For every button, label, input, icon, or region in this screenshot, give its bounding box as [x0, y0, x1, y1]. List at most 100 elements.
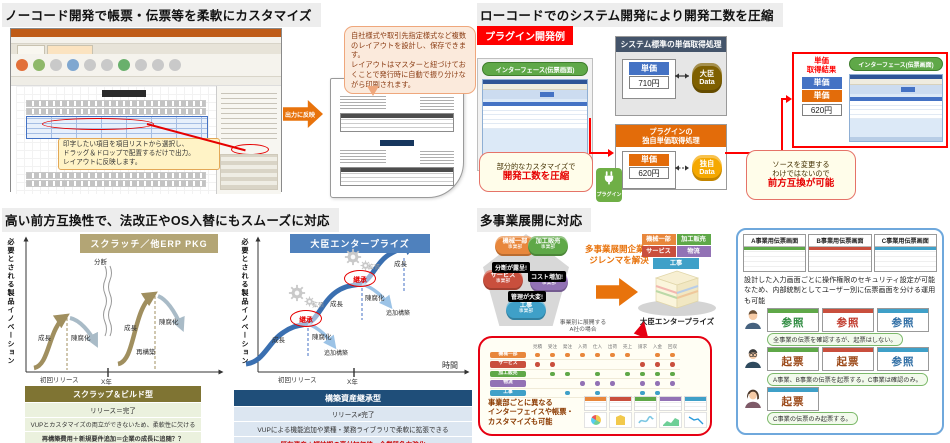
matrix-cell	[665, 371, 680, 377]
chart-label: 成長	[272, 337, 285, 344]
permission-badge: 参照	[891, 356, 915, 369]
matrix-cell	[605, 381, 620, 386]
output-arrow-icon: 出力に反映	[283, 100, 323, 128]
matrix-cell	[650, 371, 665, 377]
callout-highlight: 前方互換が可能	[767, 178, 835, 190]
toolbar-icon	[67, 59, 79, 71]
matrix-cell	[665, 362, 680, 367]
matrix-dot	[670, 371, 675, 377]
permission-badge: 起票	[836, 356, 860, 369]
chart-label: 陳腐化	[71, 335, 91, 342]
matrix-dot	[640, 362, 645, 367]
window-titlebar	[11, 29, 281, 37]
connector-line	[589, 152, 609, 154]
business-cylinder: 工事 事業部	[506, 300, 546, 320]
toolbar-icon	[50, 59, 62, 71]
chart-header: スクラッチ／他ERP PKG	[80, 234, 218, 253]
cube-chips: 機械一部 加工販売 サービス 物流 工事	[640, 234, 712, 269]
matrix-row: 物流	[490, 379, 680, 389]
business-chip: サービス	[490, 361, 526, 368]
matrix-column-header: 入金	[652, 344, 663, 349]
slip-screen: C事業用伝票画面	[873, 234, 937, 272]
chart-label: 拡張	[368, 265, 381, 271]
map-icon	[634, 412, 657, 428]
form-card	[684, 396, 707, 411]
plugin-icon: プラグイン	[596, 168, 622, 202]
matrix-dot	[550, 352, 555, 358]
form-row	[26, 100, 206, 107]
matrix-cell	[605, 352, 620, 358]
editor-callout: 印字したい項目を項目リストから選択し、 ドラッグ＆ドロップで配置するだけで出力。…	[58, 138, 220, 171]
form-card	[609, 396, 632, 411]
business-chip: 物流	[676, 246, 711, 257]
table-row: 再構築費用＋新規要件追加＝企業の成長に追随？？	[25, 432, 201, 443]
section-title-nocode: ノーコード開発で帳票・伝票等を柔軟にカスタマイズ	[2, 3, 321, 27]
chart-header: 大臣エンタープライズ	[290, 234, 430, 253]
plugin-process-header: プラグインの 独自単価取得処理	[616, 125, 726, 147]
matrix-row: 加工販売	[490, 370, 680, 380]
invoice-block	[340, 140, 454, 187]
business-sub: 事業部	[507, 245, 523, 251]
business-chip: 機械一部	[641, 234, 676, 245]
tab	[17, 45, 45, 54]
connector-line	[781, 98, 787, 100]
business-sub: 事業部	[540, 245, 556, 251]
callout-highlight: 開発工数を圧縮	[502, 170, 570, 182]
connector-line	[589, 118, 591, 154]
line-chart-icon	[684, 412, 707, 428]
permission-badge: 参照	[891, 316, 915, 329]
matrix-column-header: 売上	[622, 344, 633, 349]
callout-text: ソースを変更する わけではないので	[772, 160, 830, 179]
design-callout: 自社様式や取引先指定様式など複数のレイアウトを設計し、保存できます。 レイアウト…	[344, 26, 476, 97]
form-row	[26, 108, 206, 115]
permission-row: 参照参照参照全事業の伝票を確認するが、起票はしない。	[743, 307, 937, 347]
slip-permission-card: 起票	[767, 386, 819, 411]
connector-arrow-icon	[608, 149, 618, 157]
form-previews	[584, 396, 707, 411]
toolbar-icon	[16, 59, 28, 71]
table-row: リリース＝完了	[25, 403, 201, 417]
matrix-cell	[590, 381, 605, 386]
toolbar-icon	[152, 59, 164, 71]
inherit-badge: 継承	[344, 270, 376, 287]
business-name: 機械一部	[502, 238, 528, 245]
matrix-cell	[635, 381, 650, 386]
permission-note: C事業の伝票のみ起票する。	[767, 412, 858, 426]
matrix-body: 機械一部サービス加工販売物流工事	[490, 351, 680, 398]
unit-label: 単価	[801, 76, 842, 89]
result-box: 単価 取得結果 単価 単価 620円 インターフェース(伝票画面)	[792, 52, 948, 148]
chart-label: 時間	[442, 361, 458, 370]
design-canvas: 印字したい項目を項目リストから選択し、 ドラッグ＆ドロップで配置するだけで出力。…	[16, 86, 220, 194]
chart-label: 成長	[394, 261, 407, 268]
slip-permission-card: 起票	[767, 347, 819, 372]
toolbar-icon	[101, 59, 113, 71]
matrix-dot	[580, 381, 585, 386]
matrix-cell	[635, 390, 650, 395]
table-row: VUPとカスタマイズの両立ができないため、柔軟性に欠ける	[25, 418, 201, 431]
inherit-badge: 継承	[290, 310, 322, 327]
daijin-table: 構築資産継承型 リリース≠完了 VUPによる機能追加や業種・業務ライブラリで柔軟…	[234, 390, 472, 443]
plugin-process-box: プラグインの 独自単価取得処理 単価 620円 独自 Data	[615, 124, 727, 190]
matrix-dot	[580, 352, 585, 358]
matrix-dot	[640, 371, 645, 377]
permission-note: A事業、B事業の伝票を起票する。C事業は確認のみ。	[767, 372, 928, 386]
dashed-double-arrow-icon	[675, 165, 689, 171]
chart-label: 成長	[330, 301, 343, 308]
business-chip: 機械一部	[490, 351, 526, 359]
matrix-cell	[575, 352, 590, 358]
effort-callout: 部分的なカスタマイズで 開発工数を圧縮	[479, 152, 593, 192]
slip-permission-card: 参照	[822, 307, 874, 332]
slip-title: B事業用伝票画面	[809, 235, 871, 247]
chart-label: X年	[101, 379, 112, 386]
customize-bubble: 見積受注発注入荷仕入出荷売上請求入金回収 機械一部サービス加工販売物流工事 事業…	[478, 336, 712, 436]
business-chip: 加工販売	[490, 370, 526, 378]
table-row: VUPによる機能追加や業種・業務ライブラリで柔軟に拡張できる	[234, 422, 472, 436]
daijin-curve	[245, 236, 470, 377]
matrix-dot	[535, 362, 540, 367]
solution-arrow-icon	[596, 278, 638, 306]
toolbar-icon	[135, 59, 147, 71]
chart-label: 追加構築	[386, 311, 411, 317]
matrix-cell	[650, 352, 665, 358]
chart-label: X年	[347, 379, 358, 386]
business-chip: 工事	[490, 389, 526, 396]
